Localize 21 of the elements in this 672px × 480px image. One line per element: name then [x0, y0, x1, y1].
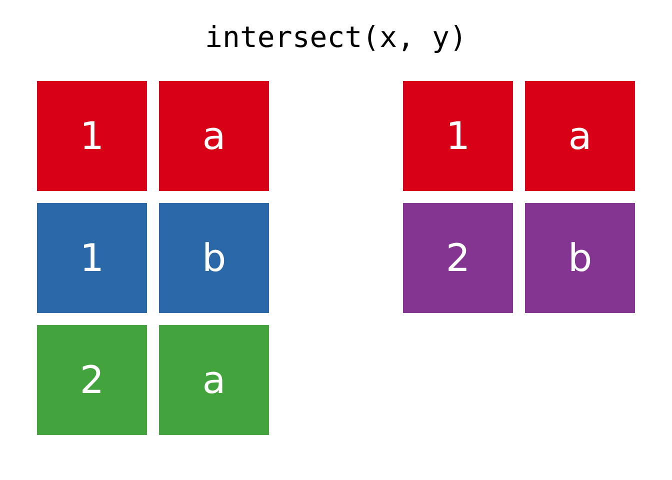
cell-value: a: [202, 114, 226, 158]
table-cell: [37, 203, 147, 313]
cell-value: b: [568, 236, 592, 280]
table-cell: [159, 325, 269, 435]
table-cell: [403, 203, 513, 313]
table-cell: [403, 81, 513, 191]
table-cell: [525, 203, 635, 313]
cell-value: 1: [80, 236, 104, 280]
table-cell: [159, 81, 269, 191]
cell-value: b: [202, 236, 226, 280]
title: intersect(x, y): [204, 20, 468, 54]
table-cell: [37, 325, 147, 435]
cell-value: a: [202, 358, 226, 402]
table-cell: [159, 203, 269, 313]
cell-value: 2: [446, 236, 470, 280]
cell-value: 2: [80, 358, 104, 402]
table-cell: [37, 81, 147, 191]
cell-value: 1: [80, 114, 104, 158]
cell-value: 1: [446, 114, 470, 158]
cell-value: a: [568, 114, 592, 158]
table-cell: [525, 81, 635, 191]
